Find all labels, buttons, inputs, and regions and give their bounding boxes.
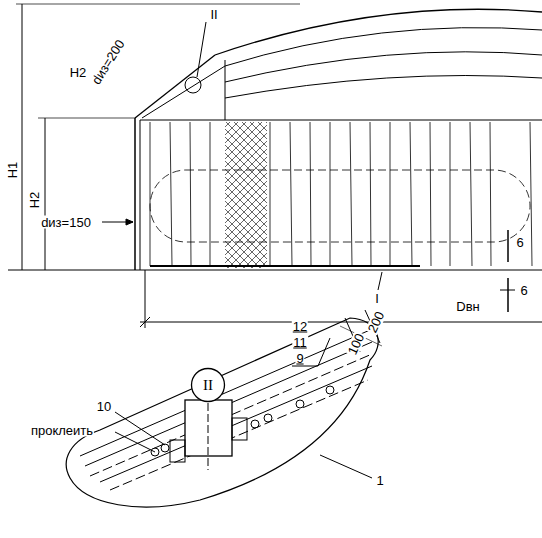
dimension-label: Dвн: [455, 300, 480, 313]
wall-stroke: [150, 122, 151, 266]
wall-stroke: [190, 122, 191, 266]
wall-stroke: [170, 122, 172, 266]
wall-stroke: [290, 122, 292, 266]
wall-stroke: [390, 122, 391, 266]
callout-number: I: [374, 292, 380, 305]
dimension-label: H2: [28, 191, 41, 210]
dimension-label: 6: [515, 236, 524, 249]
wall-stroke: [430, 122, 431, 266]
dimension-label: 6: [519, 284, 528, 297]
wall-stroke: [270, 122, 271, 266]
dimension-label: dиз=150: [40, 216, 92, 229]
wall-stroke: [310, 122, 311, 266]
dimension-label: dиз=200: [89, 37, 127, 88]
dimension-label: H1: [6, 161, 19, 180]
dimension-label: 200: [365, 309, 387, 336]
wall-stroke: [450, 122, 451, 266]
wall-stroke: [530, 122, 532, 266]
wall-stroke: [350, 122, 352, 266]
wall-stroke: [370, 122, 371, 266]
callout-number: 1: [375, 474, 384, 487]
callout-number: 10: [96, 400, 112, 413]
callout-number: 9: [295, 352, 304, 365]
dimension-label: H2: [69, 66, 88, 79]
dimension-label: 100: [345, 331, 367, 358]
wall-stroke: [410, 122, 412, 266]
callout-number: II: [209, 8, 218, 21]
detail-mark: II: [203, 377, 213, 394]
wall-stroke: [210, 122, 211, 266]
wall-stroke: [330, 122, 331, 266]
callout-number: 12: [292, 320, 308, 333]
wall-stroke: [490, 122, 491, 266]
detail-circle: II: [190, 367, 226, 403]
wall-stroke: [470, 122, 472, 266]
note-text: проклеить: [30, 424, 94, 437]
callout-number: 11: [292, 336, 308, 349]
